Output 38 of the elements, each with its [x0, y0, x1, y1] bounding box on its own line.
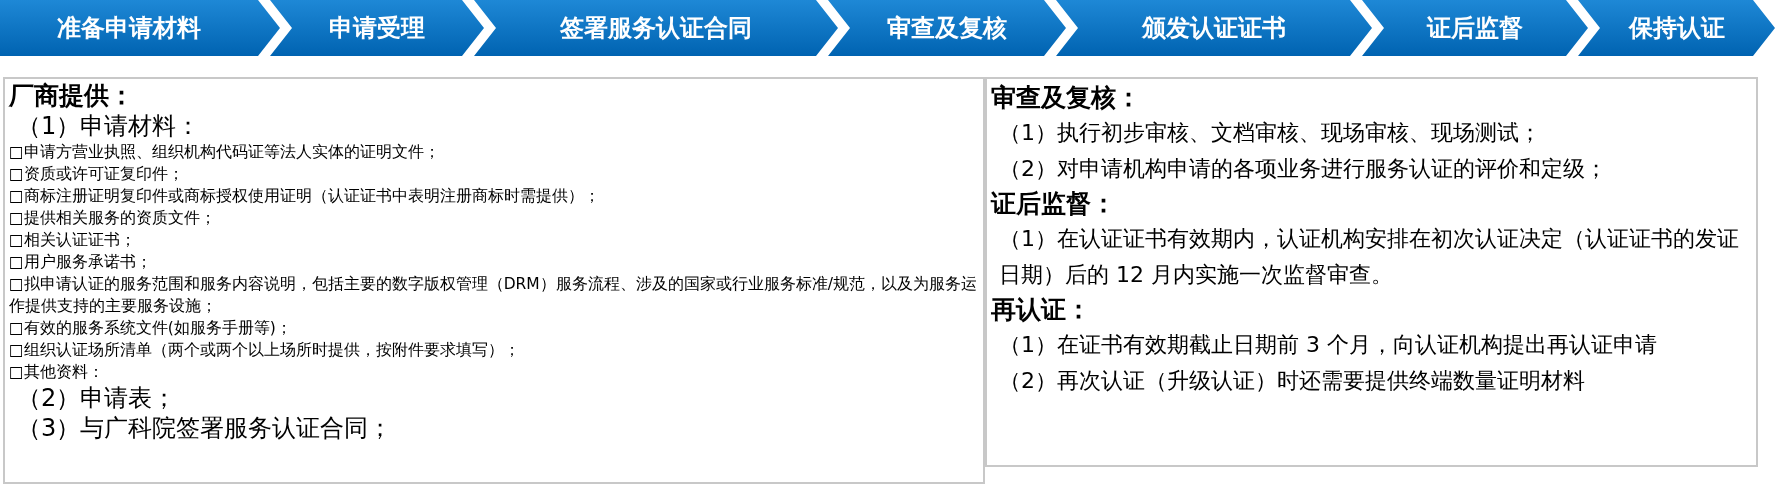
section-heading: 审查及复核：: [991, 82, 1142, 114]
body-text: （2）再次认证（升级认证）时还需要提供终端数量证明材料: [998, 367, 1586, 395]
step-label: 证后监督: [1427, 13, 1523, 44]
body-text: （2）对申请机构申请的各项业务进行服务认证的评价和定级；: [998, 155, 1608, 183]
list-item: □用户服务承诺书；: [9, 252, 153, 273]
text-panel: [3, 77, 985, 484]
body-text: （1）在认证证书有效期内，认证机构安排在初次认证决定（认证证书的发证日期）后的 12 月内实施一次监督审查。: [998, 225, 1740, 289]
body-text: （1）执行初步审核、文档审核、现场审核、现场测试；: [998, 119, 1542, 147]
list-item: □提供相关服务的资质文件；: [9, 208, 217, 229]
list-item: □商标注册证明复印件或商标授权使用证明（认证证书中表明注册商标时需提供）；: [9, 186, 601, 207]
title-heading: 厂商提供：: [9, 81, 135, 111]
step-label: 签署服务认证合同: [560, 13, 752, 44]
item-heading: （3）与广科院签署服务认证合同；: [16, 413, 394, 443]
list-item: □有效的服务系统文件(如服务手册等)；: [9, 318, 293, 339]
body-text: （1）在证书有效期截止日期前 3 个月，向认证机构提出再认证申请: [998, 331, 1658, 359]
list-item: □拟申请认证的服务范围和服务内容说明，包括主要的数字版权管理（DRM）服务流程、涉及的国家或行业服务标准/规范，以及为服务运作提供支持的主要服务设施；: [9, 274, 978, 317]
list-item: □资质或许可证复印件；: [9, 164, 185, 185]
chevron-step: [1056, 0, 1372, 56]
step-label: 申请受理: [329, 13, 425, 44]
item-heading: （1）申请材料：: [16, 111, 202, 141]
step-label: 审查及复核: [887, 13, 1007, 44]
chevron-step: [828, 0, 1066, 56]
list-item: □组织认证场所清单（两个或两个以上场所时提供，按附件要求填写）；: [9, 340, 521, 361]
list-item: □申请方营业执照、组织机构代码证等法人实体的证明文件；: [9, 142, 441, 163]
list-item: □其他资料：: [9, 362, 105, 383]
chevron-step: [0, 0, 280, 56]
text-panel: [985, 77, 1758, 467]
section-heading: 证后监督：: [991, 188, 1117, 220]
chevron-step: [270, 0, 484, 56]
step-label: 颁发认证证书: [1142, 13, 1286, 44]
item-heading: （2）申请表；: [16, 383, 178, 413]
chevron-step: [1362, 0, 1588, 56]
chevron-step: [474, 0, 838, 56]
step-label: 准备申请材料: [57, 13, 201, 44]
step-label: 保持认证: [1628, 13, 1725, 44]
section-heading: 再认证：: [991, 294, 1092, 326]
chevron-step: [1578, 0, 1775, 56]
list-item: □相关认证证书；: [9, 230, 137, 251]
